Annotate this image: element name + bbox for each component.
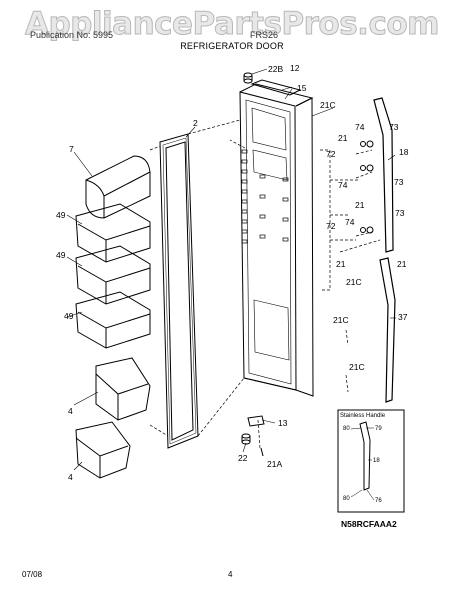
callout-74-middle: 74 — [338, 180, 348, 190]
inset-callout-80-top: 80 — [343, 426, 350, 432]
door-shelf-lower — [75, 421, 131, 479]
door-gasket — [159, 133, 199, 449]
inset-title: Stainless Handle — [340, 413, 386, 419]
callout-72-lower: 72 — [326, 221, 336, 231]
hinge-screw — [260, 447, 264, 457]
callout-21c-mid: 21C — [346, 277, 362, 287]
door-bin-middle — [75, 245, 151, 305]
header-model: FRS26 — [250, 30, 279, 40]
door-handle — [373, 97, 394, 253]
callout-12: 12 — [290, 63, 300, 73]
callout-73-upper: 73 — [389, 122, 399, 132]
door-top-cap — [250, 79, 302, 96]
outer-door-panel — [239, 83, 314, 397]
dairy-compartment — [85, 155, 151, 219]
callout-21c-lower: 21C — [333, 315, 349, 325]
inset-callout-79: 79 — [375, 426, 382, 432]
callout-73-middle: 73 — [394, 177, 404, 187]
callout-21-b: 21 — [355, 200, 365, 210]
callout-13: 13 — [278, 418, 288, 428]
lower-hinge — [247, 415, 265, 427]
header-publication: Publication No: 5995 — [30, 30, 114, 40]
callout-21-c: 21 — [336, 259, 346, 269]
callout-22: 22 — [238, 453, 248, 463]
footer-date: 07/08 — [22, 570, 43, 579]
callout-74-upper: 74 — [355, 122, 365, 132]
hinge-bushing — [243, 72, 253, 84]
callout-18: 18 — [399, 147, 409, 157]
callout-21-a: 21 — [338, 133, 348, 143]
callout-15: 15 — [297, 83, 307, 93]
watermark: AppliancePartsPros.com — [25, 6, 440, 43]
callout-4-lower: 4 — [68, 472, 73, 482]
callout-7: 7 — [69, 144, 74, 154]
callout-21c-bottom: 21C — [349, 362, 365, 372]
lower-bushing — [241, 433, 251, 445]
footer-page-number: 4 — [228, 570, 233, 579]
door-bin-lower — [75, 291, 151, 349]
callout-22b: 22B — [268, 64, 283, 74]
door-liner — [239, 91, 297, 391]
handle-trim — [379, 257, 396, 403]
stainless-handle-inset — [337, 409, 405, 513]
callout-49-lower: 49 — [64, 311, 74, 321]
handle-screws — [360, 140, 374, 234]
callout-21a: 21A — [267, 459, 282, 469]
inset-callout-76: 76 — [375, 498, 382, 504]
callout-73-lower: 73 — [395, 208, 405, 218]
inset-callout-80-bottom: 80 — [343, 496, 350, 502]
callout-2: 2 — [193, 118, 198, 128]
callout-49-upper: 49 — [56, 210, 66, 220]
door-shelf-upper — [95, 357, 151, 421]
callout-21c-top: 21C — [320, 100, 336, 110]
model-code: N58RCFAAA2 — [341, 519, 397, 529]
inset-callout-18: 18 — [373, 458, 380, 464]
page-title: REFRIGERATOR DOOR — [180, 41, 284, 51]
callout-49-middle: 49 — [56, 250, 66, 260]
callout-74-lower: 74 — [345, 217, 355, 227]
callout-4-upper: 4 — [68, 406, 73, 416]
door-bin-upper — [75, 203, 151, 263]
callout-72-upper: 72 — [326, 149, 336, 159]
callout-37: 37 — [398, 312, 408, 322]
callout-21-d: 21 — [397, 259, 407, 269]
